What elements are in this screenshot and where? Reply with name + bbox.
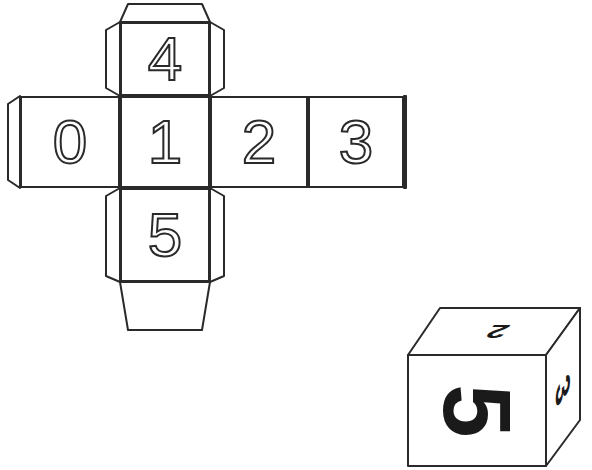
glue-tab [8,96,20,188]
face-number: 0 [53,111,87,173]
net-face: 0 [20,96,120,188]
cube-right [546,308,580,466]
net-face: 3 [308,96,404,188]
net-face: 1 [120,96,210,188]
cube-front [408,355,546,466]
glue-tab [404,96,406,188]
cube-number: 5 [429,384,525,437]
glue-tab [106,188,120,282]
face-number: 3 [339,111,373,173]
cube-number: 2 [481,323,513,342]
face-number: 4 [148,28,182,90]
cube-face-number: 2 [452,312,542,352]
face-number: 5 [148,204,182,266]
face-number: 2 [242,111,276,173]
glue-tab [120,4,210,22]
glue-tab [106,22,120,96]
glue-tab [210,22,224,96]
cube-face-number: 3 [548,320,578,460]
cube-face-number: 5 [420,362,534,460]
net-face: 2 [210,96,308,188]
face-number: 1 [148,111,182,173]
cube-number: 3 [553,366,573,414]
net-face: 4 [120,22,210,96]
glue-tab [210,188,224,282]
glue-tab [120,282,210,330]
net-face: 5 [120,188,210,282]
